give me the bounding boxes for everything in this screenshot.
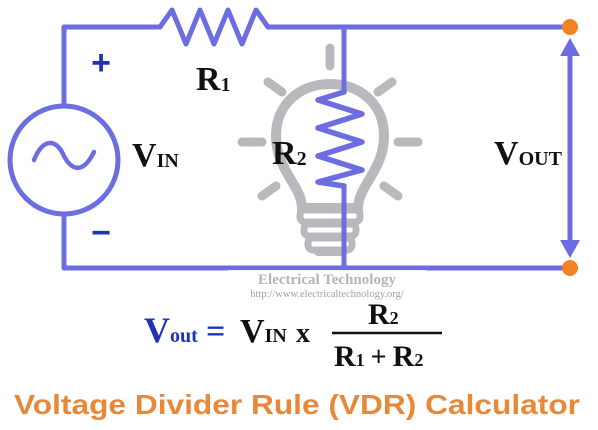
light-bulb-icon — [237, 43, 423, 256]
vdr-formula: Vout = VIN x R2 R1 + R2 — [144, 298, 442, 373]
formula-equals: = — [206, 313, 225, 350]
watermark-title: Electrical Technology — [258, 272, 396, 288]
r2-resistor — [315, 89, 365, 189]
r2-label: R2 — [272, 135, 307, 172]
watermark-background — [228, 270, 426, 300]
r1-resistor — [157, 7, 271, 47]
vin-label: VIN — [132, 137, 179, 174]
formula-denominator: R1 + R2 — [334, 340, 423, 373]
wire-bottom — [61, 197, 573, 271]
minus-sign: − — [91, 214, 111, 252]
watermark-url: http://www.electricaltechnology.org/ — [250, 289, 404, 300]
output-terminal-bottom — [562, 260, 578, 276]
formula-numerator: R2 — [368, 298, 399, 331]
wire-top-left — [61, 24, 163, 123]
ac-source-icon — [7, 103, 121, 217]
r1-label: R1 — [196, 61, 231, 98]
formula-vin: VIN — [240, 313, 287, 350]
circuit-wires — [61, 7, 573, 271]
plus-sign: + — [91, 44, 111, 82]
output-terminal-top — [562, 19, 578, 35]
formula-times: x — [296, 318, 310, 349]
formula-vout: Vout — [144, 310, 198, 350]
page-title: Voltage Divider Rule (VDR) Calculator — [14, 389, 580, 420]
vout-label: VOUT — [494, 135, 563, 172]
vout-arrow — [560, 38, 580, 258]
